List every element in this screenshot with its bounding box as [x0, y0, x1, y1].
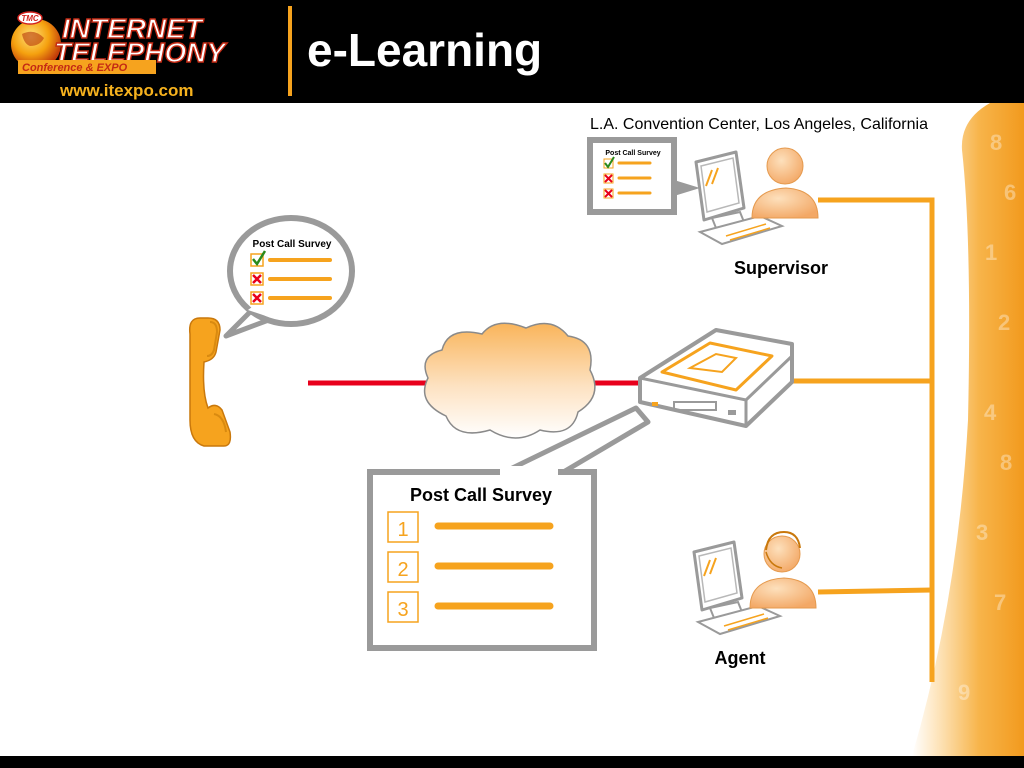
check-icon: [604, 156, 615, 169]
call-flow-diagram: 861 248 379 Post Call Survey: [188, 103, 1024, 756]
svg-text:2: 2: [998, 310, 1010, 335]
svg-text:3: 3: [976, 520, 988, 545]
phone-handset-icon: [188, 317, 232, 447]
supervisor-label: Supervisor: [734, 258, 828, 278]
survey-item-number: 1: [397, 519, 408, 541]
agent-workstation-icon: [692, 540, 783, 636]
survey-item-number: 3: [397, 599, 408, 621]
svg-text:6: 6: [1004, 180, 1016, 205]
supervisor-workstation-icon: [694, 150, 785, 246]
cross-icon: [604, 174, 613, 183]
cross-icon: [252, 293, 262, 303]
svg-text:4: 4: [984, 400, 997, 425]
cross-icon: [252, 274, 262, 284]
website-link[interactable]: www.itexpo.com: [59, 81, 194, 100]
svg-text:1: 1: [985, 240, 997, 265]
cloud-network: [423, 322, 596, 439]
svg-text:7: 7: [994, 590, 1006, 615]
location-caption: L.A. Convention Center, Los Angeles, Cal…: [590, 116, 928, 133]
decorative-band: [912, 103, 1024, 756]
server-box-icon: [638, 328, 794, 428]
network-lines: [790, 197, 935, 682]
cross-icon: [604, 189, 613, 198]
decorative-digits: 861 248 379: [958, 130, 1016, 705]
supervisor-checklist: [603, 156, 652, 199]
itexpo-logo: TMC INTERNET TELEPHONY Conference & EXPO…: [11, 11, 228, 100]
footer-bar: [0, 756, 1024, 768]
survey-box-title: Post Call Survey: [410, 485, 552, 505]
phone-survey-bubble: [227, 215, 355, 327]
phone-bubble-title: Post Call Survey: [253, 239, 332, 250]
logo-tmc: TMC: [21, 14, 39, 23]
check-icon: [252, 250, 267, 267]
agent-label: Agent: [715, 648, 766, 668]
header-divider: [288, 6, 292, 96]
supervisor-person-icon: [751, 147, 819, 219]
agent-person-headset-icon: [749, 530, 817, 609]
slide-title: e-Learning: [307, 24, 543, 76]
logo-line3: Conference & EXPO: [22, 62, 128, 74]
survey-items: 1 2 3: [387, 511, 554, 623]
supervisor-bubble-title: Post Call Survey: [605, 150, 660, 157]
header-bar: TMC INTERNET TELEPHONY Conference & EXPO…: [0, 0, 1024, 103]
survey-item-number: 2: [397, 559, 408, 581]
svg-text:9: 9: [958, 680, 970, 705]
svg-text:8: 8: [990, 130, 1002, 155]
logo-line1: INTERNET: [62, 13, 205, 44]
phone-bubble-checklist: [250, 250, 332, 305]
svg-text:8: 8: [1000, 450, 1012, 475]
